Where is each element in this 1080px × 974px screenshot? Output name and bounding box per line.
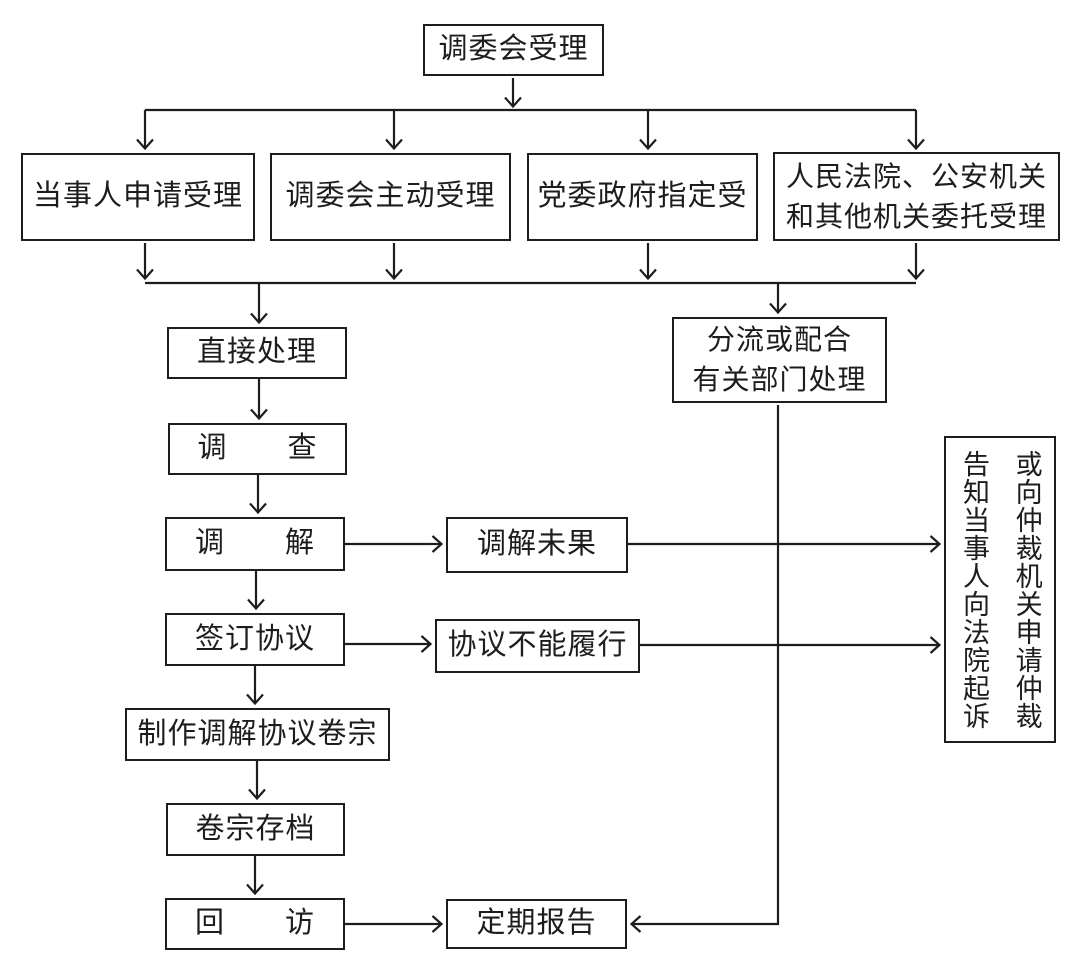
node-investigation: 调 查 [168, 423, 347, 475]
node-committee-initiative: 调委会主动受理 [270, 153, 511, 241]
node-agreement-unfulfilled-label: 协议不能履行 [447, 629, 628, 662]
node-sign-agreement: 签订协议 [165, 613, 345, 666]
node-court-entrusted: 人民法院、公安机关 和其他机关委托受理 [773, 152, 1060, 241]
node-mediation-failed-label: 调解未果 [476, 528, 597, 561]
node-direct-handling: 直接处理 [167, 327, 347, 379]
node-sign-agreement-label: 签订协议 [194, 622, 315, 655]
node-investigation-label: 调 查 [197, 432, 318, 465]
node-gov-designated-label: 党委政府指定受 [537, 180, 748, 213]
node-party-apply: 当事人申请受理 [21, 153, 255, 241]
node-notify-parties: 告知当事人向法院起诉 或向仲裁机关申请仲裁 [944, 436, 1056, 743]
edge-diversion-to-report [632, 405, 780, 924]
node-mediation-label: 调 解 [194, 527, 315, 560]
node-party-apply-label: 当事人申请受理 [32, 180, 243, 213]
node-committee-initiative-label: 调委会主动受理 [285, 180, 496, 213]
node-notify-parties-label: 告知当事人向法院起诉 或向仲裁机关申请仲裁 [959, 449, 1042, 730]
node-mediation: 调 解 [165, 517, 345, 571]
node-gov-designated: 党委政府指定受 [527, 153, 758, 241]
node-make-dossier: 制作调解协议卷宗 [125, 708, 390, 761]
node-periodic-report-label: 定期报告 [476, 907, 597, 940]
node-return-visit: 回 访 [165, 898, 345, 950]
node-mediation-failed: 调解未果 [446, 517, 628, 573]
node-diversion: 分流或配合 有关部门处理 [672, 317, 887, 403]
node-direct-handling-label: 直接处理 [196, 336, 317, 369]
node-diversion-label: 分流或配合 有关部门处理 [692, 324, 867, 395]
node-committee-acceptance-label: 调委会受理 [438, 33, 589, 66]
node-periodic-report: 定期报告 [446, 899, 627, 949]
node-committee-acceptance: 调委会受理 [423, 24, 604, 76]
node-court-entrusted-label: 人民法院、公安机关 和其他机关委托受理 [785, 160, 1047, 232]
node-archive-dossier-label: 卷宗存档 [195, 812, 316, 845]
node-return-visit-label: 回 访 [194, 907, 315, 940]
node-make-dossier-label: 制作调解协议卷宗 [137, 717, 378, 750]
node-agreement-unfulfilled: 协议不能履行 [435, 619, 640, 673]
node-archive-dossier: 卷宗存档 [166, 803, 345, 856]
